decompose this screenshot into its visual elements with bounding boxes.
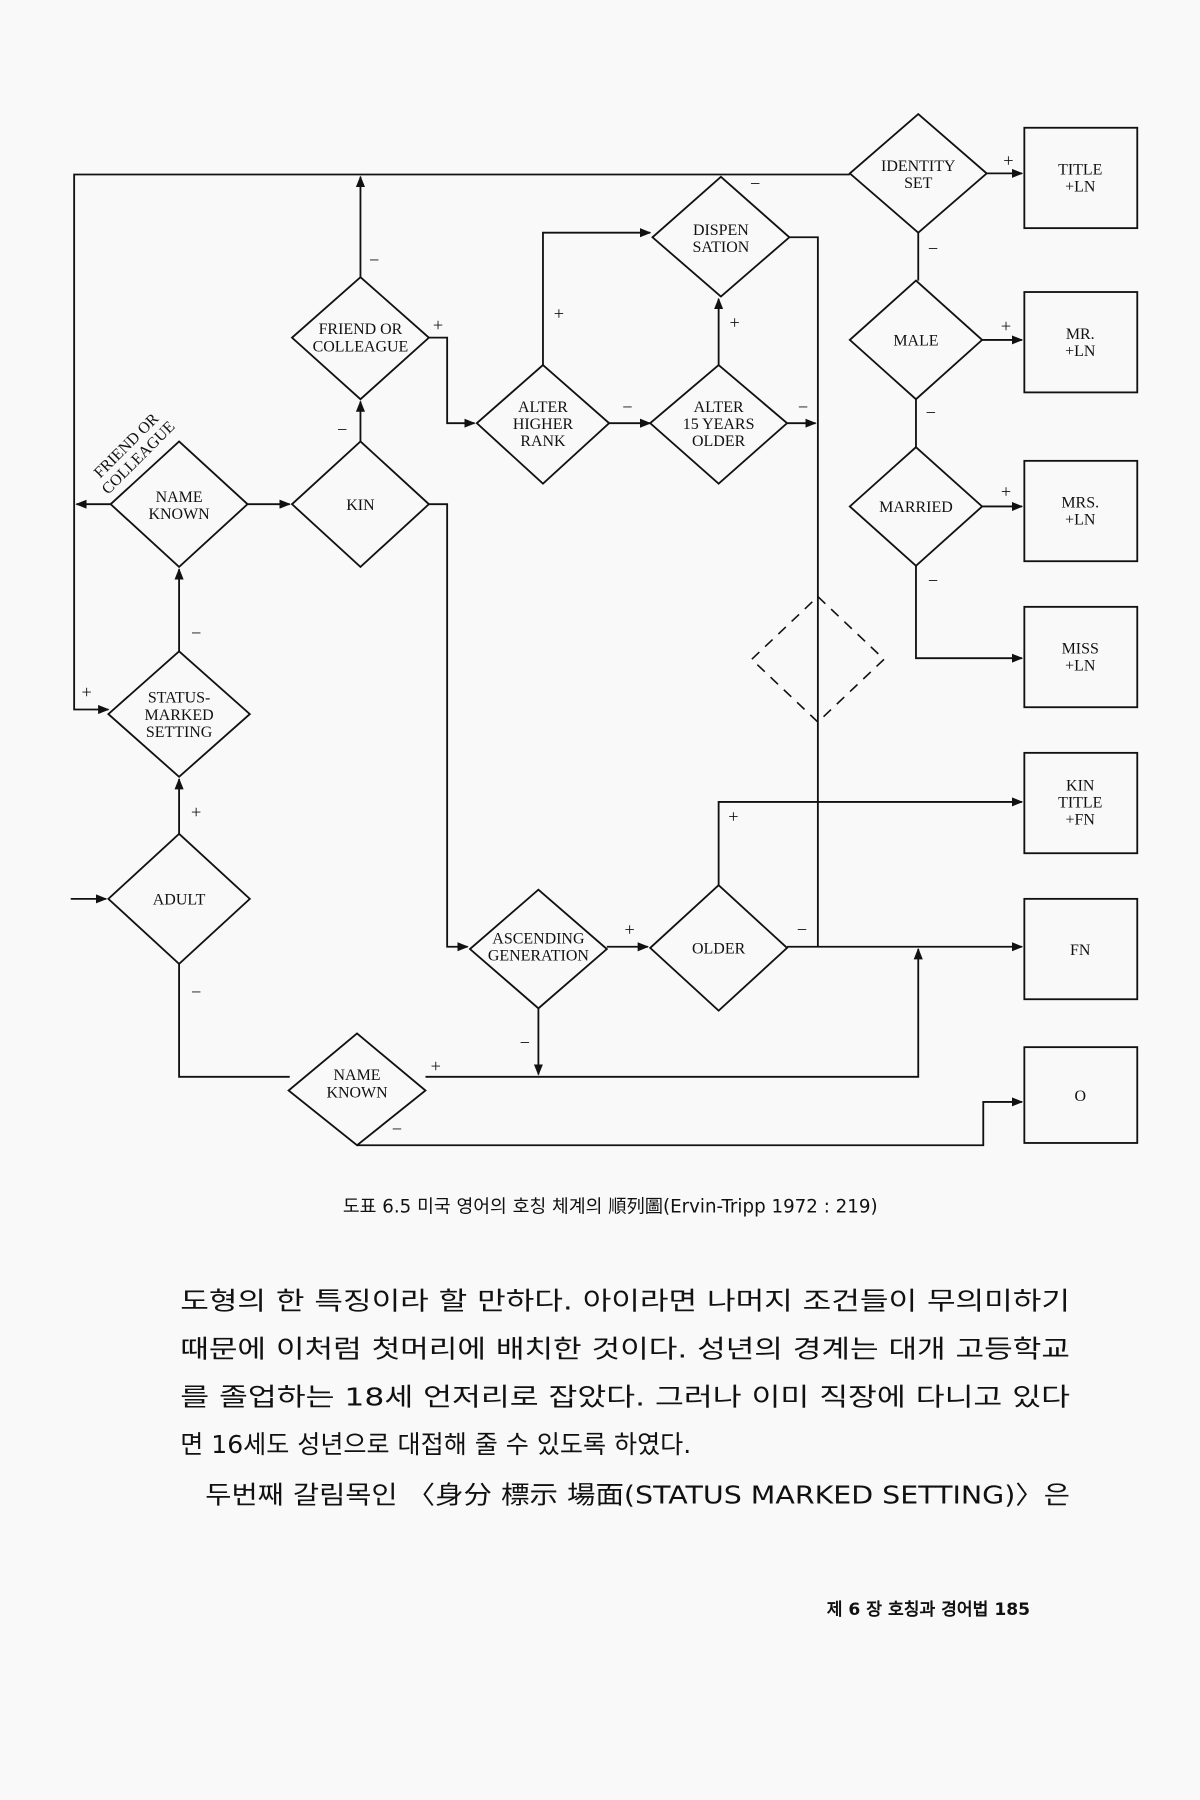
sign-plus: +	[82, 682, 92, 702]
box-zero	[1023, 1046, 1139, 1144]
sign-minus: −	[750, 173, 760, 193]
branch-signs: + − + − + − − − + + + − − − − + + − + + …	[82, 151, 1014, 1139]
box-kin-title-fn	[1023, 751, 1139, 855]
sign-plus: +	[729, 313, 739, 333]
sign-minus: −	[926, 403, 936, 423]
sign-plus: +	[431, 1056, 441, 1076]
body-line: 두번째 갈림목인 〈身分 標示 場面(STATUS MARKED SETTING…	[205, 1480, 1070, 1509]
decision-diamonds	[106, 112, 989, 1147]
box-mrs-ln	[1023, 459, 1139, 563]
box-fn	[1023, 897, 1139, 1001]
diamond-dispensation	[651, 175, 791, 298]
sign-plus: +	[625, 919, 635, 939]
sign-minus: −	[928, 570, 938, 590]
sign-minus: −	[622, 397, 632, 417]
sign-minus: −	[191, 623, 201, 643]
sign-minus: −	[191, 982, 201, 1002]
label-mrs-ln: MRS.+LN	[1061, 495, 1099, 529]
diamond-ascending-generation	[468, 888, 609, 1010]
diamond-alter-15-years-older	[648, 363, 789, 485]
body-line: 도형의 한 특징이라 할 만하다. 아이라면 나머지 조건들이 무의미하기	[180, 1287, 1070, 1316]
diamond-alter-higher-rank	[475, 363, 611, 485]
diamond-dashed-placeholder	[750, 595, 886, 724]
box-title-ln	[1023, 126, 1139, 230]
label-title-ln: TITLE+LN	[1058, 162, 1102, 196]
sign-minus: −	[369, 250, 379, 270]
sign-minus: −	[337, 420, 347, 440]
connectors	[70, 168, 1024, 1147]
diamond-status-marked-setting	[106, 650, 252, 779]
sign-plus: +	[1003, 151, 1013, 171]
label-miss-ln: MISS+LN	[1062, 641, 1099, 675]
diamond-kin	[290, 440, 431, 569]
sign-minus: −	[928, 238, 938, 258]
label-kin: KIN	[346, 497, 375, 514]
diamond-identity-set	[848, 112, 989, 234]
diamond-name-known-bottom	[287, 1032, 427, 1147]
diamond-married	[848, 445, 984, 568]
label-male: MALE	[893, 333, 938, 350]
sign-minus: −	[797, 919, 807, 939]
body-text: 도형의 한 특징이라 할 만하다. 아이라면 나머지 조건들이 무의미하기 때문…	[180, 1287, 1070, 1510]
sign-plus: +	[554, 303, 564, 323]
body-line: 때문에 이처럼 첫머리에 배치한 것이다. 성년의 경계는 대개 고등학교	[180, 1334, 1070, 1363]
diamond-adult	[107, 832, 252, 966]
sign-minus: −	[520, 1032, 530, 1052]
body-line: 면 16세도 성년으로 대접해 줄 수 있도록 하였다.	[180, 1430, 691, 1459]
label-older: OLDER	[692, 941, 746, 958]
body-line: 를 졸업하는 18세 언저리로 잡았다. 그러나 이미 직장에 다니고 있다	[180, 1382, 1070, 1411]
box-mr-ln	[1023, 291, 1139, 394]
label-fn: FN	[1070, 942, 1091, 959]
label-adult: ADULT	[153, 892, 206, 909]
sign-plus: +	[1001, 316, 1011, 336]
diamond-name-known-top	[109, 440, 249, 569]
sign-plus: +	[191, 802, 201, 822]
label-married: MARRIED	[879, 499, 953, 516]
diamond-older	[648, 883, 789, 1012]
diamond-male	[848, 279, 984, 401]
page-footer: 제 6 장 호칭과 경어법 185	[827, 1600, 1030, 1620]
box-miss-ln	[1023, 605, 1139, 709]
label-zero: O	[1074, 1088, 1086, 1105]
sign-plus: +	[433, 315, 443, 335]
figure-caption: 도표 6.5 미국 영어의 호칭 체계의 順列圖(Ervin-Tripp 197…	[343, 1197, 878, 1218]
sign-plus: +	[1001, 481, 1011, 501]
diamond-friend-or-colleague	[290, 275, 431, 401]
label-mr-ln: MR.+LN	[1065, 326, 1096, 360]
outcome-boxes	[1023, 126, 1139, 1144]
sign-minus: −	[798, 397, 808, 417]
sign-minus: −	[392, 1119, 402, 1139]
sign-plus: +	[728, 806, 738, 826]
